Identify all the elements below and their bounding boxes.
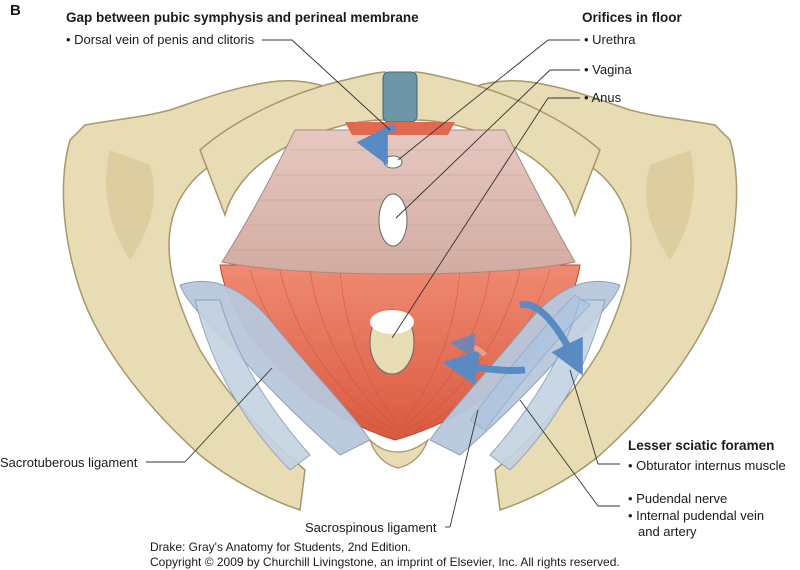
gap-arrow <box>356 124 396 166</box>
right-hip-bone <box>458 80 738 512</box>
dorsal-vein-label: • Dorsal vein of penis and clitoris <box>66 32 255 47</box>
panel-letter: B <box>10 2 21 19</box>
vagina-label: • Vagina <box>584 62 632 77</box>
pubic-symphysis <box>382 71 418 123</box>
left-hip-bone <box>62 80 342 512</box>
lesser-sciatic-heading: Lesser sciatic foramen <box>628 438 775 453</box>
orifices-heading: Orifices in floor <box>582 10 682 25</box>
sacrospinous-label: Sacrospinous ligament <box>305 520 437 535</box>
leader-lines <box>146 39 620 528</box>
sacrotuberous-label: Sacrotuberous ligament <box>0 455 138 470</box>
obturator-label: • Obturator internus muscle <box>628 458 786 473</box>
anus-opening-highlight <box>370 310 414 334</box>
vagina-orifice <box>378 193 408 247</box>
credit-line-2: Copyright © 2009 by Churchill Livingston… <box>150 555 620 569</box>
pudendal-nerve-label: • Pudendal nerve <box>628 491 728 506</box>
anus-label: • Anus <box>584 90 622 105</box>
pudendal-vessels-label-2: and artery <box>638 524 697 539</box>
pudendal-vessels-label-1: • Internal pudendal vein <box>628 508 765 523</box>
lesser-sciatic-arrow-2 <box>442 350 526 385</box>
urethra-orifice <box>383 155 403 169</box>
lesser-sciatic-arrow-3 <box>449 333 487 358</box>
deep-muscle-strip <box>345 122 455 135</box>
gap-heading: Gap between pubic symphysis and perineal… <box>66 10 419 25</box>
lesser-sciatic-arrow-1 <box>519 301 583 376</box>
credit-line-1: Drake: Gray's Anatomy for Students, 2nd … <box>150 540 412 554</box>
urethra-label: • Urethra <box>584 32 636 47</box>
sacrotuberous-ligament-left-lower <box>194 299 311 471</box>
coccyx <box>369 437 430 469</box>
